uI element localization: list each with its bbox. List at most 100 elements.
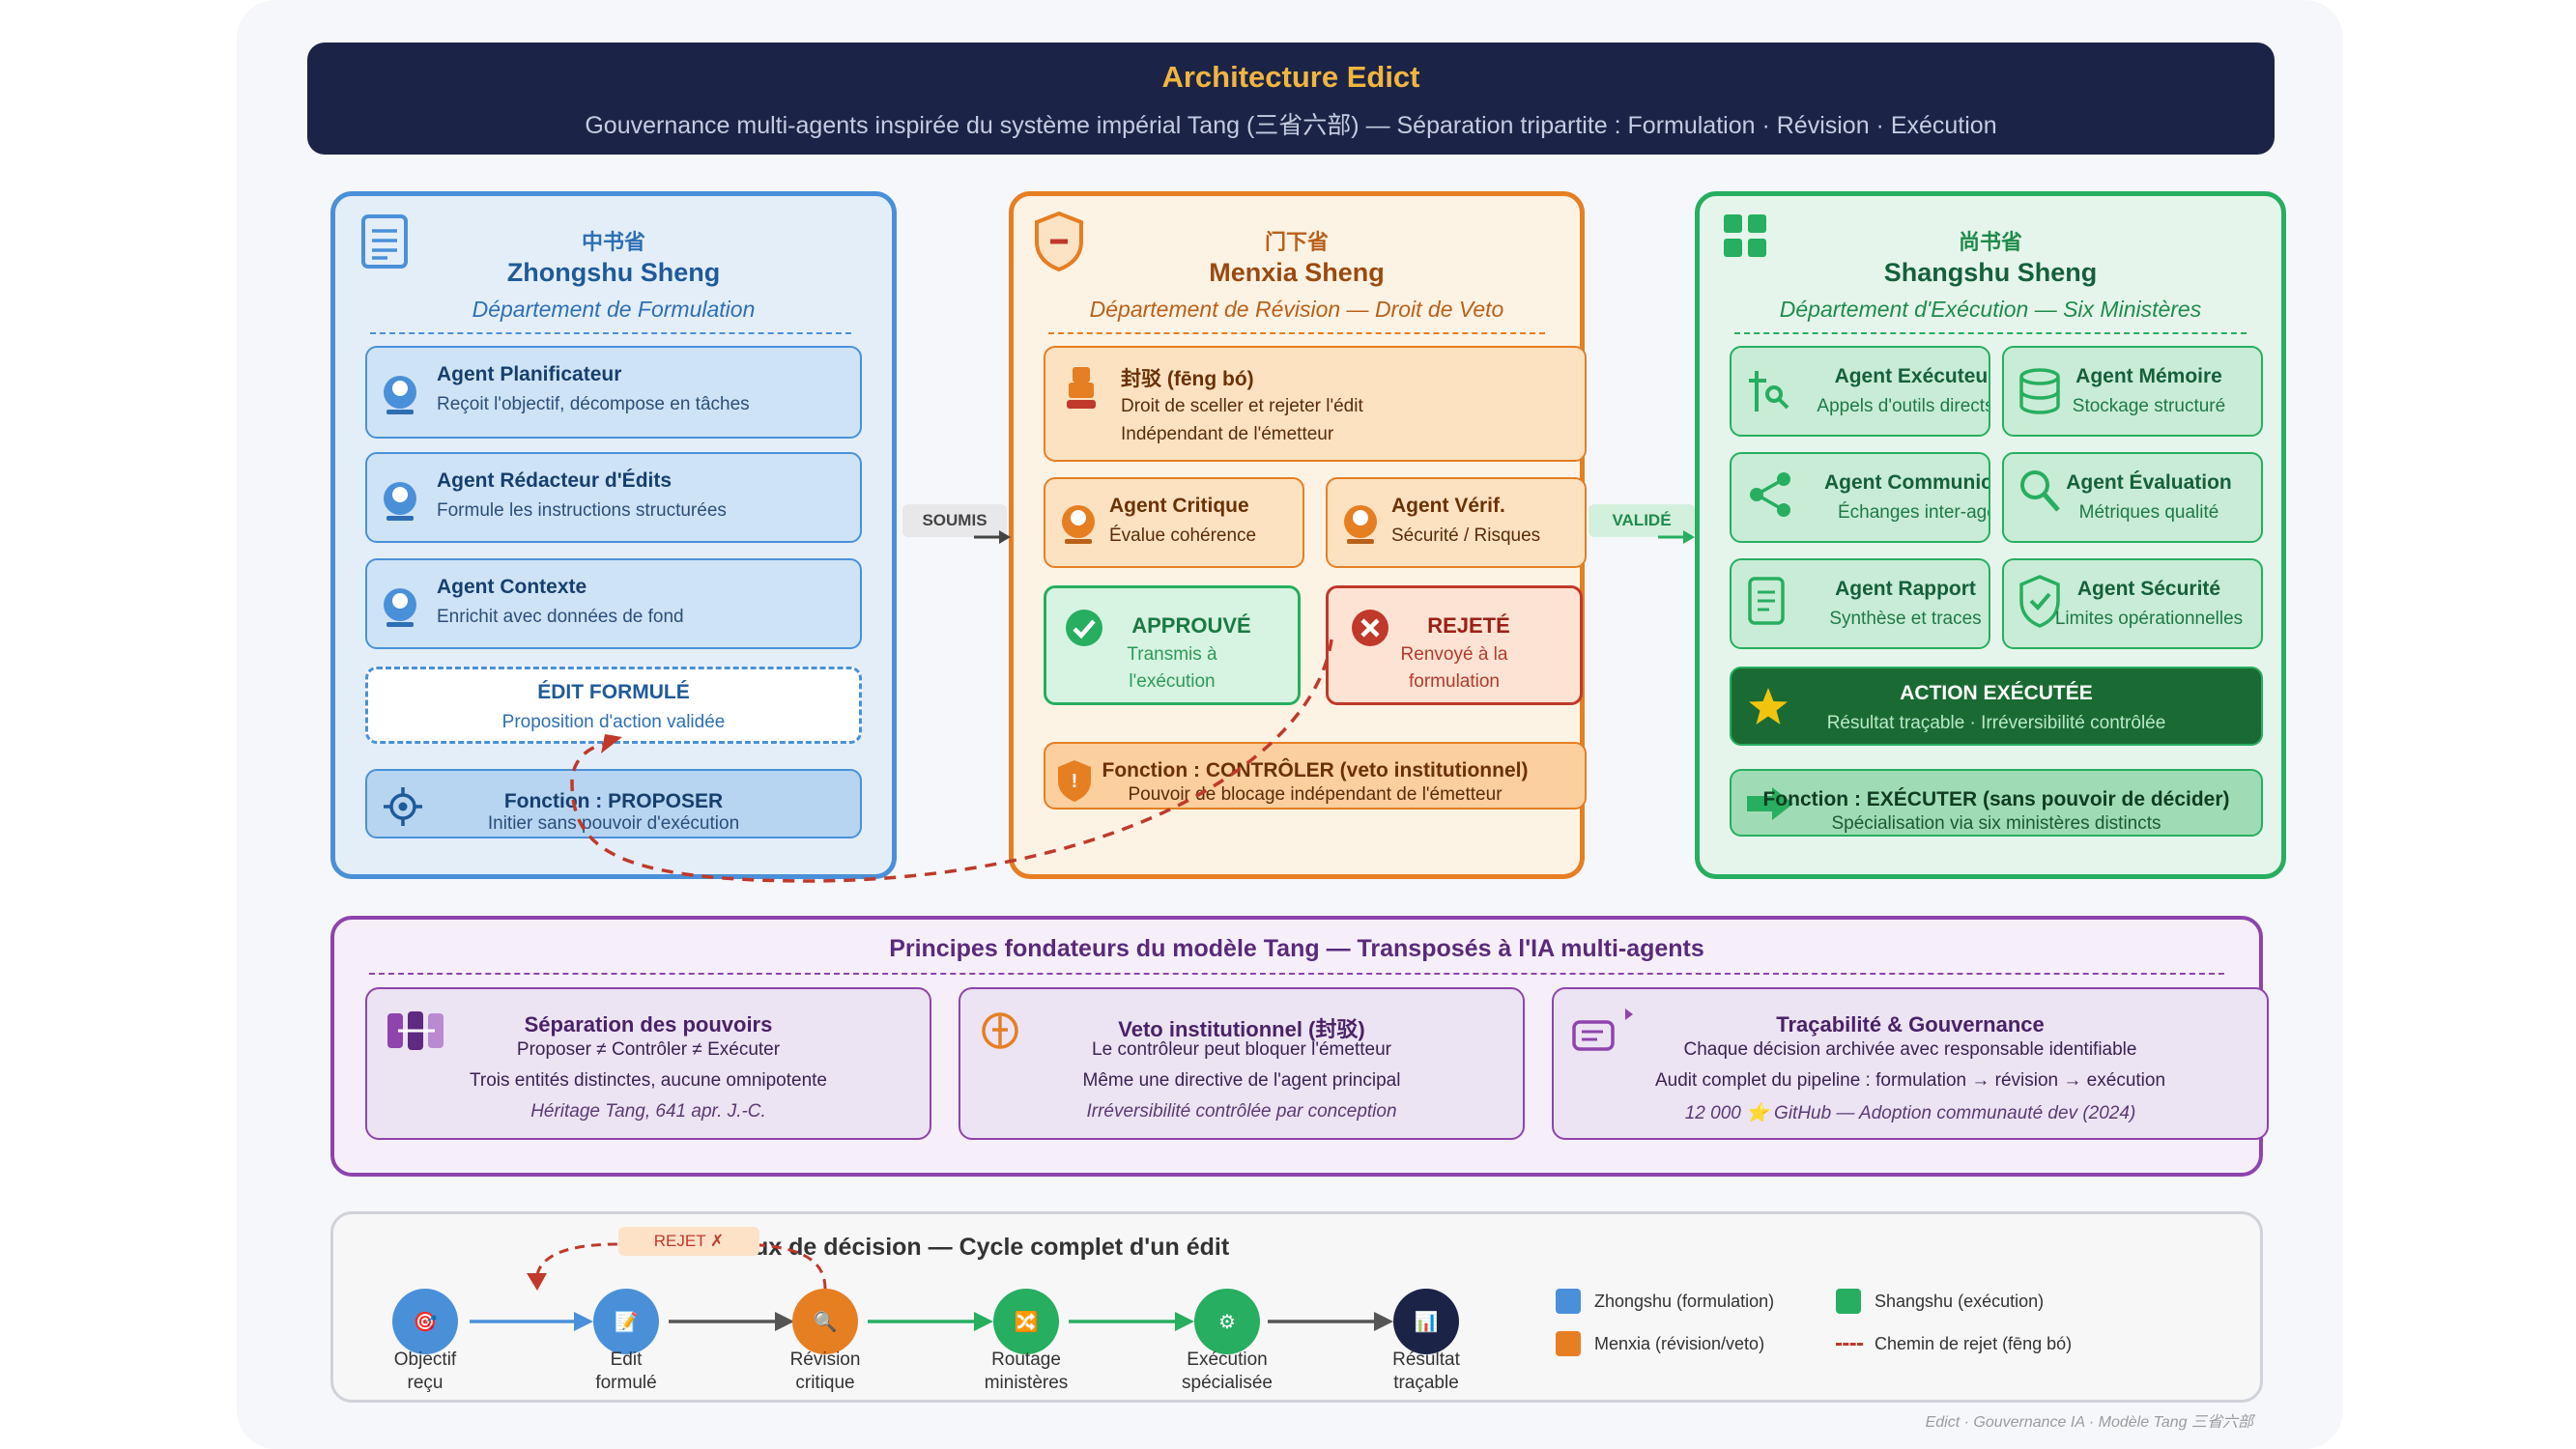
- principle-title: Traçabilité & Gouvernance: [1776, 1012, 2045, 1037]
- ministry-desc: Échanges inter-agents: [1838, 502, 1989, 523]
- agent-title: Agent Planificateur: [437, 363, 622, 385]
- shuffle-icon: 🔀: [1014, 1311, 1039, 1333]
- principle-title: Veto institutionnel (封驳): [1118, 1017, 1365, 1041]
- validated-label: VALIDÉ: [1589, 504, 1695, 537]
- ministry-title: Agent Sécurité: [2076, 578, 2221, 600]
- principle-line-1: Chaque décision archivée avec responsabl…: [1683, 1039, 2137, 1060]
- principle-italic: Irréversibilité contrôlée par conception: [1086, 1101, 1397, 1122]
- ministry-desc: Synthèse et traces: [1829, 609, 1982, 629]
- ministry-title: Agent Rapport: [1835, 578, 1976, 600]
- principle-italic: Héritage Tang, 641 apr. J.-C.: [530, 1101, 766, 1122]
- agent-icon: [1062, 505, 1095, 544]
- agent-card-critique: Agent Critique Évalue cohérence: [1044, 477, 1304, 568]
- ministry-card-executeur: Agent Exécuteur Appels d'outils directs: [1730, 346, 1990, 437]
- gear-icon: ⚙: [1218, 1311, 1236, 1333]
- zhongshu-name: Zhongshu Sheng: [506, 258, 721, 287]
- principle-title: Séparation des pouvoirs: [524, 1012, 773, 1037]
- reject-label: REJET ✗: [618, 1227, 759, 1256]
- rejected-desc-1: Renvoyé à la: [1400, 644, 1508, 665]
- action-executee-card: ACTION EXÉCUTÉE Résultat traçable · Irré…: [1730, 667, 2263, 746]
- flow-node-resultat: 📊: [1393, 1289, 1459, 1354]
- legend-label-menxia: Menxia (révision/veto): [1594, 1334, 1765, 1353]
- target-icon: [384, 787, 422, 826]
- ministry-title: Agent Mémoire: [2075, 365, 2222, 387]
- flow-node-revision: 🔍: [792, 1289, 858, 1354]
- divider: [1048, 332, 1545, 334]
- agent-desc: Sécurité / Risques: [1391, 526, 1541, 546]
- approved-title: APPROUVÉ: [1131, 613, 1251, 638]
- legend-label-zhongshu: Zhongshu (formulation): [1594, 1292, 1775, 1311]
- magnifier-icon: 🔍: [813, 1311, 838, 1333]
- agent-icon: [384, 482, 416, 521]
- ministry-card-memoire: Agent Mémoire Stockage structuré: [2002, 346, 2263, 437]
- header-banner: Architecture Edict Gouvernance multi-age…: [307, 43, 2275, 155]
- zhongshu-chinese: 中书省: [581, 230, 645, 254]
- principle-card-separation: Séparation des pouvoirs Proposer ≠ Contr…: [365, 987, 931, 1140]
- function-title: Fonction : EXÉCUTER (sans pouvoir de déc…: [1762, 788, 2230, 810]
- legend-swatch-rejection: [1836, 1343, 1863, 1346]
- page-subtitle: Gouvernance multi-agents inspirée du sys…: [585, 112, 1997, 139]
- feng-bo-line1: Droit de sceller et rejeter l'édit: [1121, 396, 1363, 416]
- shangshu-function-card: Fonction : EXÉCUTER (sans pouvoir de déc…: [1730, 769, 2263, 837]
- divider: [369, 973, 2224, 975]
- feng-bo-card: 封驳 (fēng bó) Droit de sceller et rejeter…: [1044, 346, 1587, 462]
- shangshu-chinese: 尚书省: [1958, 230, 2022, 254]
- flow-node-execution: ⚙: [1194, 1289, 1260, 1354]
- ministry-card-rapport: Agent Rapport Synthèse et traces: [1730, 558, 1990, 649]
- veto-icon: [982, 1012, 1018, 1049]
- tools-icon: [1749, 371, 1789, 412]
- agent-title: Agent Contexte: [437, 576, 587, 598]
- function-desc: Spécialisation via six ministères distin…: [1831, 813, 2161, 834]
- columns-icon: [387, 1011, 444, 1050]
- ministry-card-evaluation: Agent Évaluation Métriques qualité: [2002, 452, 2263, 543]
- message-icon: [1572, 1009, 1633, 1051]
- share-icon: [1750, 472, 1790, 517]
- legend-label-rejection: Chemin de rejet (fēng bó): [1875, 1334, 2073, 1353]
- divider: [370, 332, 851, 334]
- star-icon: [1749, 688, 1788, 724]
- ministry-desc: Limites opérationnelles: [2054, 609, 2244, 629]
- ministry-title: Agent Communication: [1824, 471, 1989, 494]
- database-icon: [2019, 368, 2060, 414]
- submitted-label: SOUMIS: [902, 504, 1007, 537]
- x-circle-icon: [1352, 610, 1388, 646]
- principle-card-veto: Veto institutionnel (封驳) Le contrôleur p…: [959, 987, 1525, 1140]
- seal-icon: [1067, 367, 1096, 409]
- ministry-title: Agent Exécuteur: [1834, 365, 1990, 387]
- agent-desc: Évalue cohérence: [1109, 526, 1257, 546]
- principle-line-1: Le contrôleur peut bloquer l'émetteur: [1092, 1039, 1391, 1060]
- ministry-title: Agent Évaluation: [2066, 471, 2232, 494]
- legend: Zhongshu (formulation) Shangshu (exécuti…: [1556, 1289, 2251, 1366]
- ministry-card-communication: Agent Communication Échanges inter-agent…: [1730, 452, 1990, 543]
- arrow-right-icon: [1747, 787, 1793, 820]
- agent-icon: [1344, 505, 1377, 544]
- shield-icon: [1035, 211, 1083, 272]
- legend-swatch-menxia: [1556, 1331, 1581, 1356]
- agent-card-planificateur: Agent Planificateur Reçoit l'objectif, d…: [365, 346, 862, 439]
- rejected-card: REJETÉ Renvoyé à la formulation: [1326, 585, 1583, 705]
- menxia-chinese: 门下省: [1264, 230, 1329, 254]
- agent-desc: Reçoit l'objectif, décompose en tâches: [437, 394, 750, 414]
- agent-title: Agent Vérif.: [1391, 495, 1505, 517]
- legend-swatch-shangshu: [1836, 1289, 1861, 1314]
- zhongshu-subtitle: Département de Formulation: [472, 297, 756, 322]
- flow-title: Flux de décision — Cycle complet d'un éd…: [731, 1234, 1230, 1261]
- feng-bo-line2: Indépendant de l'émetteur: [1121, 424, 1334, 444]
- action-desc: Résultat traçable · Irréversibilité cont…: [1826, 713, 2166, 733]
- chart-icon: 📊: [1414, 1311, 1439, 1333]
- agent-card-verif: Agent Vérif. Sécurité / Risques: [1326, 477, 1587, 568]
- principle-line-1: Proposer ≠ Contrôler ≠ Exécuter: [516, 1039, 781, 1060]
- report-icon: [1748, 577, 1785, 625]
- agent-title: Agent Critique: [1109, 495, 1249, 517]
- submitted-arrow: [974, 530, 1011, 544]
- memo-icon: 📝: [614, 1311, 639, 1333]
- feng-bo-title: 封驳 (fēng bó): [1121, 368, 1254, 390]
- shangshu-name: Shangshu Sheng: [1883, 258, 2098, 287]
- ministry-card-securite: Agent Sécurité Limites opérationnelles: [2002, 558, 2263, 649]
- search-icon: [2020, 470, 2060, 512]
